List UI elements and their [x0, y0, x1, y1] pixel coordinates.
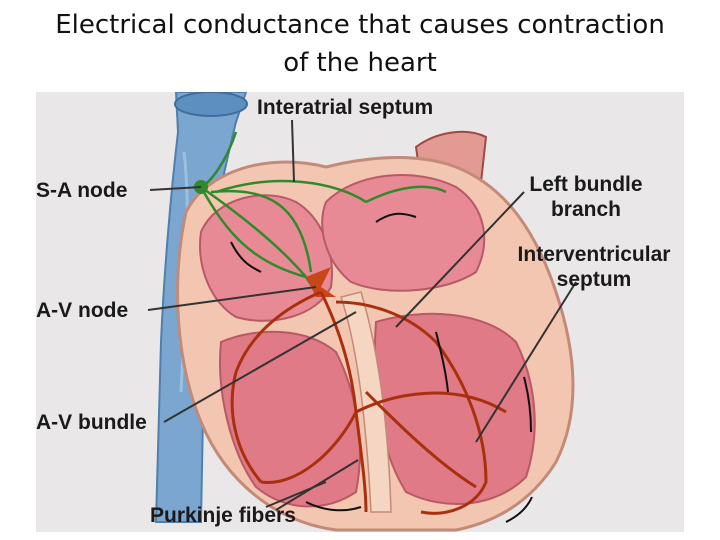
label-av-bundle: A-V bundle [36, 411, 147, 434]
label-left-bundle-line-1: Left bundle [529, 173, 643, 196]
right-ventricle [219, 330, 361, 508]
heart-diagram-panel: Interatrial septum S-A node A-V node A-V… [36, 92, 684, 532]
label-sa-node: S-A node [36, 179, 128, 202]
label-interventricular-septum: Interventricular septum [506, 244, 682, 291]
label-interatrial-septum: Interatrial septum [257, 96, 434, 119]
title-line-1: Electrical conductance that causes contr… [55, 10, 665, 40]
left-ventricle [373, 312, 536, 505]
heart-illustration [147, 92, 577, 532]
left-atrium [321, 174, 486, 292]
label-purkinje-fibers: Purkinje fibers [150, 504, 296, 527]
label-interventricular-line-1: Interventricular [517, 243, 671, 266]
label-left-bundle-branch: Left bundle branch [522, 174, 650, 221]
label-interventricular-line-2: septum [556, 268, 632, 291]
interventricular-septum [340, 291, 392, 513]
label-left-bundle-line-2: branch [550, 198, 621, 221]
flow-arrows [230, 212, 533, 523]
av-node [306, 267, 336, 297]
label-av-node: A-V node [36, 299, 129, 322]
slide-title: Electrical conductance that causes contr… [0, 6, 720, 82]
purkinje-fiber-network [230, 290, 507, 515]
title-line-2: of the heart [283, 48, 437, 78]
leader-lines [147, 119, 577, 511]
